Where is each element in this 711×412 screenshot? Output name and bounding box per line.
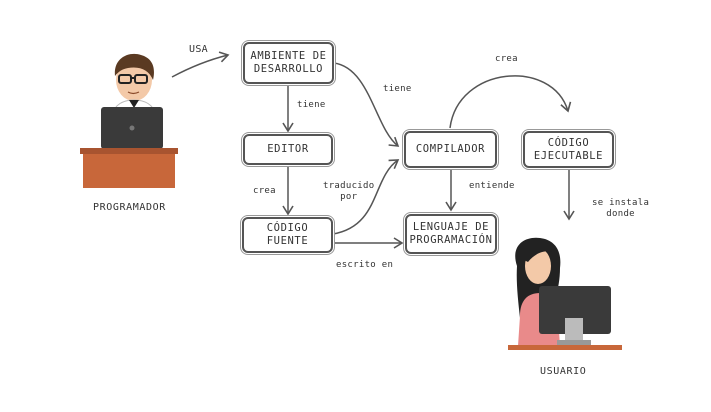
label-usa: USA (189, 44, 208, 55)
user-illustration (508, 237, 622, 350)
node-lenguaje-programacion: LENGUAJE DE PROGRAMACIÓN (405, 214, 497, 254)
label-usuario: USUARIO (540, 366, 587, 377)
label-crea-ejecutable: crea (495, 54, 518, 64)
node-codigo-fuente: CÓDIGO FUENTE (242, 217, 333, 253)
programmer-hair (114, 53, 154, 80)
label-se-instala-donde: se instala donde (592, 198, 650, 219)
node-codigo-ejecutable: CÓDIGO EJECUTABLE (523, 131, 614, 168)
programmer-desk (80, 148, 178, 154)
node-ambiente-desarrollo: AMBIENTE DE DESARROLLO (243, 42, 334, 84)
label-tiene-editor: tiene (297, 100, 326, 110)
label-traducido-por: traducido por (323, 181, 375, 202)
label-escrito-en: escrito en (336, 260, 394, 270)
arrow-traducido-por (332, 159, 400, 235)
node-compilador: COMPILADOR (404, 131, 497, 168)
label-crea-fuente: crea (253, 186, 276, 196)
programmer-illustration (80, 53, 178, 188)
arrow-usa (171, 51, 230, 78)
label-programador: PROGRAMADOR (93, 202, 166, 213)
glasses-icon (118, 74, 148, 84)
label-entiende: entiende (469, 181, 515, 191)
monitor-icon (539, 286, 611, 334)
node-editor: EDITOR (243, 134, 333, 165)
arrow-crea-ejecutable (449, 75, 572, 129)
arrow-tiene-compilador (333, 62, 400, 147)
user-desk (508, 345, 622, 350)
label-tiene-compilador: tiene (383, 84, 412, 94)
